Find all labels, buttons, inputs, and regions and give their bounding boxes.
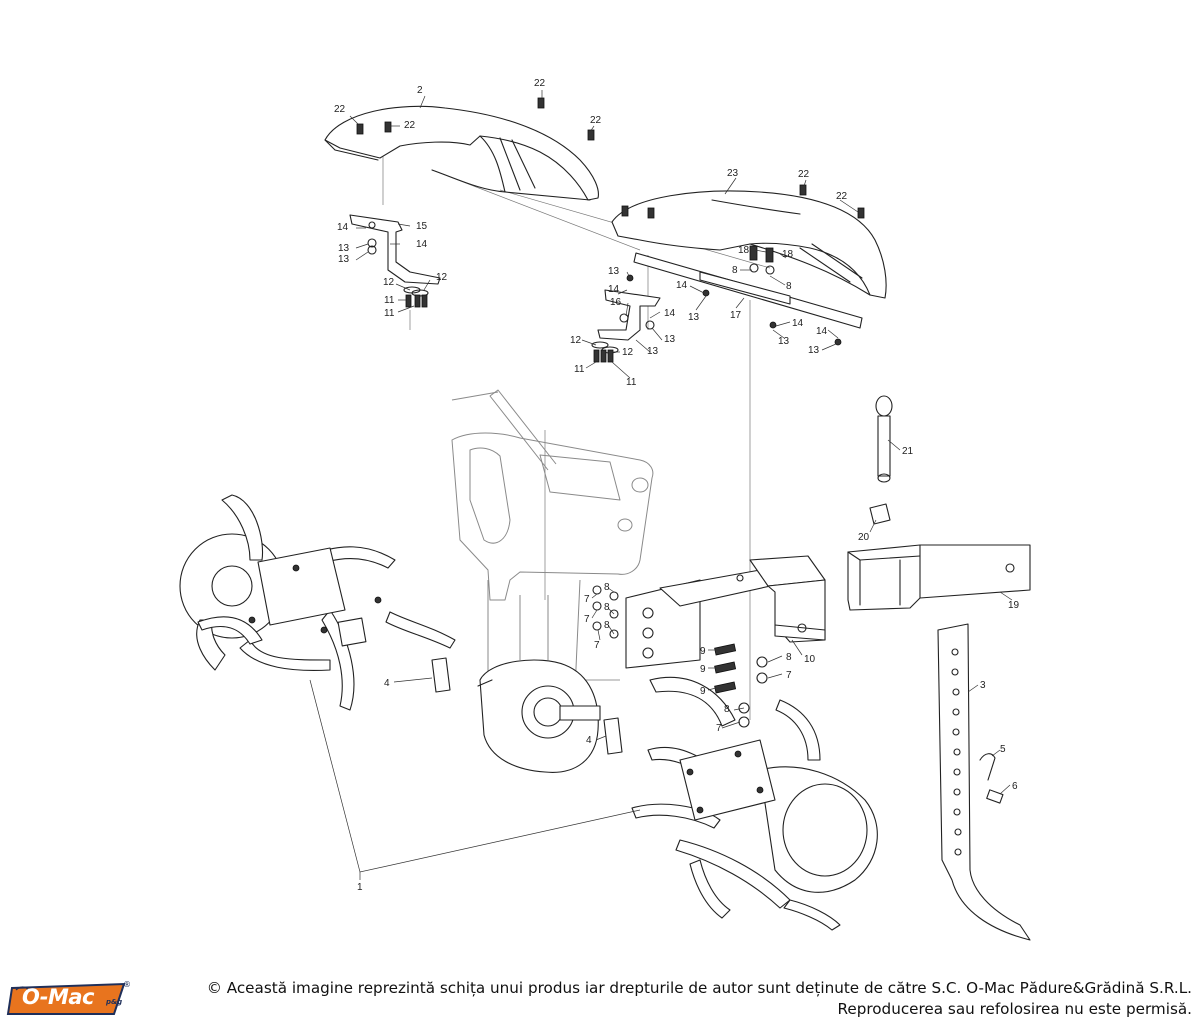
- callout-7: 7: [786, 670, 792, 681]
- mounting-plate-part-10: [625, 555, 826, 669]
- callout-13: 13: [338, 254, 350, 265]
- callout-18: 18: [738, 245, 750, 256]
- callout-13: 13: [688, 312, 700, 323]
- bolts-part-9: [592, 585, 768, 728]
- left-bracket-assembly: [349, 214, 441, 308]
- callout-11: 11: [574, 364, 585, 375]
- callout-19: 19: [1008, 600, 1020, 611]
- callout-12: 12: [436, 272, 448, 283]
- callout-8: 8: [732, 265, 738, 276]
- callout-14: 14: [816, 326, 828, 337]
- brand-logo: O-Mac p&g ®: [6, 980, 134, 1018]
- logo-registered-mark: ®: [123, 980, 131, 989]
- left-tine-assembly-part-1: [179, 494, 456, 711]
- callout-14: 14: [664, 308, 676, 319]
- callout-13: 13: [808, 345, 820, 356]
- lock-pin-part-21: [869, 395, 893, 525]
- callout-15: 15: [416, 221, 428, 232]
- callout-3: 3: [980, 680, 986, 691]
- callout-10: 10: [804, 654, 816, 665]
- callout-12: 12: [622, 347, 634, 358]
- callout-14: 14: [416, 239, 428, 250]
- callout-18: 18: [782, 249, 794, 260]
- callout-7: 7: [594, 640, 600, 651]
- callout-17: 17: [730, 310, 742, 321]
- callout-13: 13: [338, 243, 350, 254]
- callout-11: 11: [384, 295, 395, 306]
- callout-8: 8: [604, 602, 610, 613]
- callout-4: 4: [384, 678, 390, 689]
- callout-14: 14: [676, 280, 688, 291]
- callout-11: 11: [384, 308, 395, 319]
- callout-23: 23: [727, 168, 739, 179]
- callout-11: 11: [626, 377, 637, 388]
- callout-22: 22: [534, 78, 546, 89]
- callout-12: 12: [570, 335, 582, 346]
- copyright-line-1: © Această imagine reprezintă schița unui…: [206, 979, 1192, 997]
- callout-22: 22: [334, 104, 346, 115]
- callout-14: 14: [608, 284, 620, 295]
- right-fender-part-23: [611, 190, 887, 299]
- callout-22: 22: [404, 120, 416, 131]
- right-bracket-assembly: [591, 245, 863, 363]
- callout-14: 14: [337, 222, 349, 233]
- callout-6: 6: [1012, 781, 1018, 792]
- callout-7: 7: [584, 614, 590, 625]
- callout-4: 4: [586, 735, 592, 746]
- copyright-line-2: Reproducerea sau refolosirea nu este per…: [837, 1000, 1193, 1018]
- callout-5: 5: [1000, 744, 1006, 755]
- gearbox-housing: [451, 389, 654, 691]
- clip-part-4: [431, 657, 623, 755]
- tine-drive-hub: [477, 659, 601, 773]
- callout-21: 21: [902, 446, 914, 457]
- callout-22: 22: [590, 115, 602, 126]
- callout-7: 7: [584, 594, 590, 605]
- callout-1: 1: [357, 882, 363, 893]
- callout-7: 7: [716, 723, 722, 734]
- logo-badge-icon: [6, 982, 126, 1015]
- callout-12: 12: [383, 277, 395, 288]
- fender-bolts-part-22: [356, 97, 865, 219]
- callout-9: 9: [700, 686, 706, 697]
- callout-8: 8: [786, 652, 792, 663]
- footer: O-Mac p&g ® © Această imagine reprezintă…: [0, 970, 1200, 1030]
- callout-8: 8: [604, 582, 610, 593]
- callout-8: 8: [786, 281, 792, 292]
- pin-clip-parts-5-6: [979, 753, 1004, 804]
- callout-9: 9: [700, 664, 706, 675]
- callout-13: 13: [778, 336, 790, 347]
- exploded-parts-diagram: 2 22 22 22 22 23 22 22 15 14 14 13 13 12…: [179, 78, 1031, 941]
- copyright-notice: © Această imagine reprezintă schița unui…: [146, 978, 1192, 1020]
- callout-leaders: [309, 90, 1013, 880]
- left-fender-part-2: [324, 105, 599, 201]
- callout-9: 9: [700, 646, 706, 657]
- callout-2: 2: [417, 85, 423, 96]
- callout-8: 8: [604, 620, 610, 631]
- logo-subtext: p&g: [106, 998, 123, 1006]
- depth-bar-part-3: [937, 623, 1031, 941]
- callout-8: 8: [724, 704, 730, 715]
- callout-16: 16: [610, 297, 622, 308]
- right-tine-assembly: [631, 676, 878, 931]
- logo-text: O-Mac: [22, 985, 94, 1009]
- callout-13: 13: [608, 266, 620, 277]
- callout-22: 22: [798, 169, 810, 180]
- hitch-arm-part-19: [847, 544, 1031, 611]
- callout-20: 20: [858, 532, 870, 543]
- callout-13: 13: [664, 334, 676, 345]
- callout-13: 13: [647, 346, 659, 357]
- callout-numbers: 2 22 22 22 22 23 22 22 15 14 14 13 13 12…: [334, 78, 1020, 893]
- callout-14: 14: [792, 318, 804, 329]
- callout-22: 22: [836, 191, 848, 202]
